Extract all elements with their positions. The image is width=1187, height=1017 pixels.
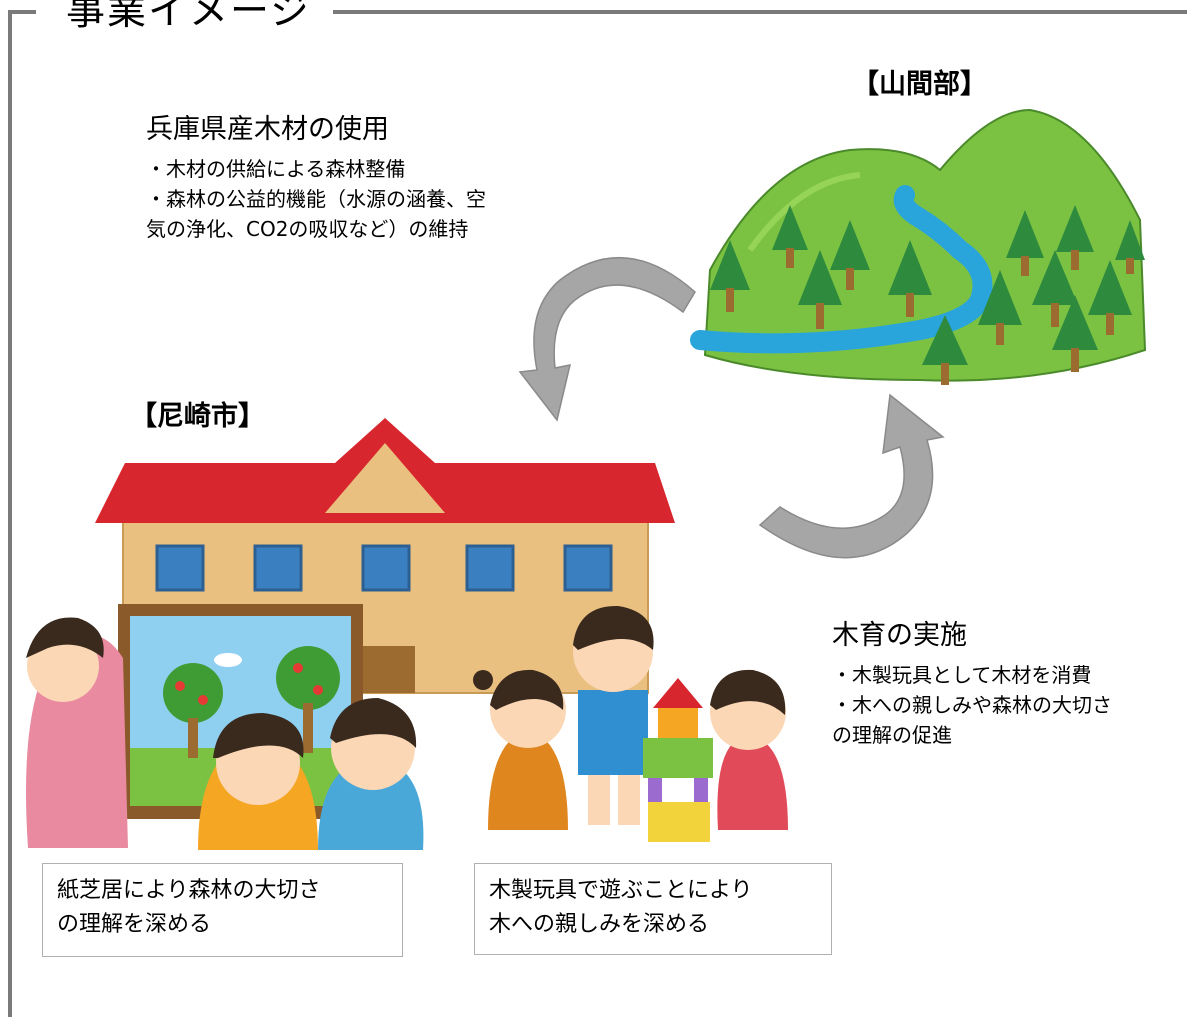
caption-line: 木への親しみを深める: [489, 912, 710, 937]
caption-wooden-toys: 木製玩具で遊ぶことにより 木への親しみを深める: [474, 863, 832, 955]
arrow-city-to-mountain: [758, 393, 945, 559]
hyogo-wood-block: 兵庫県産木材の使用 ・木材の供給による森林整備 ・森林の公益的機能（水源の涵養、…: [146, 112, 486, 244]
hyogo-wood-line: 気の浄化、CO2の吸収など）の維持: [146, 217, 469, 241]
mokuiku-line: ・木製玩具として木材を消費: [832, 663, 1092, 687]
mokuiku-line: ・木への親しみや森林の大切さ: [832, 693, 1112, 717]
mokuiku-line: の理解の促進: [832, 723, 952, 747]
kamishibai-illustration: [26, 604, 424, 850]
frame-left: [8, 10, 12, 1017]
region-label-city: 【尼崎市】: [130, 401, 265, 432]
school-building-illustration: [95, 418, 675, 694]
page-title: 事業イメージ: [66, 0, 312, 34]
mokuiku-block: 木育の実施 ・木製玩具として木材を消費 ・木への親しみや森林の大切さ の理解の促…: [832, 618, 1112, 750]
region-label-mountain: 【山間部】: [852, 69, 987, 100]
caption-line: の理解を深める: [57, 912, 212, 937]
hyogo-wood-line: ・木材の供給による森林整備: [146, 157, 406, 181]
mokuiku-heading: 木育の実施: [832, 620, 967, 651]
frame-top-left: [8, 10, 36, 14]
arrow-mountain-to-city: [518, 256, 696, 422]
mountain-illustration: [690, 108, 1147, 385]
frame-top-right: [333, 10, 1187, 14]
caption-line: 紙芝居により森林の大切さ: [57, 878, 321, 903]
hyogo-wood-line: ・森林の公益的機能（水源の涵養、空: [146, 187, 486, 211]
caption-line: 木製玩具で遊ぶことにより: [489, 878, 753, 903]
hyogo-wood-heading: 兵庫県産木材の使用: [146, 114, 389, 145]
wooden-toys-illustration: [473, 605, 788, 842]
caption-kamishibai: 紙芝居により森林の大切さ の理解を深める: [42, 863, 403, 957]
